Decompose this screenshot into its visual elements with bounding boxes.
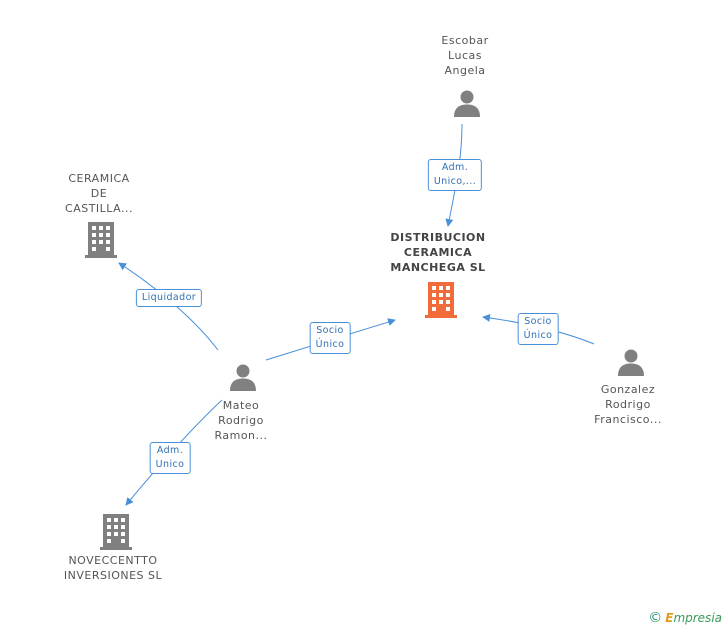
edge-label-socio-unico[interactable]: Socio Único	[309, 322, 351, 354]
building-icon[interactable]	[425, 282, 457, 318]
copyright-symbol: ©	[648, 610, 663, 626]
node-distribucion-label[interactable]: DISTRIBUCION CERAMICA MANCHEGA SL	[390, 231, 486, 274]
edge-label-adm-unico[interactable]: Adm. Unico,...	[427, 159, 483, 191]
node-gonzalez-label[interactable]: Gonzalez Rodrigo Francisco...	[594, 383, 662, 426]
building-icon[interactable]	[100, 514, 132, 550]
edge-label-liquidador[interactable]: Liquidador	[135, 289, 203, 307]
person-icon[interactable]	[229, 363, 257, 391]
person-icon[interactable]	[617, 348, 645, 376]
empresia-logo: © Empresia	[648, 610, 722, 626]
brand-initial: E	[665, 611, 674, 625]
person-icon[interactable]	[453, 89, 481, 117]
node-mateo-label[interactable]: Mateo Rodrigo Ramon...	[214, 399, 268, 442]
node-noveccentto-label[interactable]: NOVECCENTTO INVERSIONES SL	[63, 554, 163, 582]
node-escobar-label[interactable]: Escobar Lucas Angela	[441, 34, 489, 77]
brand-name: mpresia	[673, 611, 722, 625]
building-icon[interactable]	[85, 222, 117, 258]
edge-label-socio-unico[interactable]: Socio Único	[517, 313, 559, 345]
node-ceramica-castilla-label[interactable]: CERAMICA DE CASTILLA...	[65, 172, 133, 215]
edge-label-adm-unico[interactable]: Adm. Unico	[149, 442, 191, 474]
